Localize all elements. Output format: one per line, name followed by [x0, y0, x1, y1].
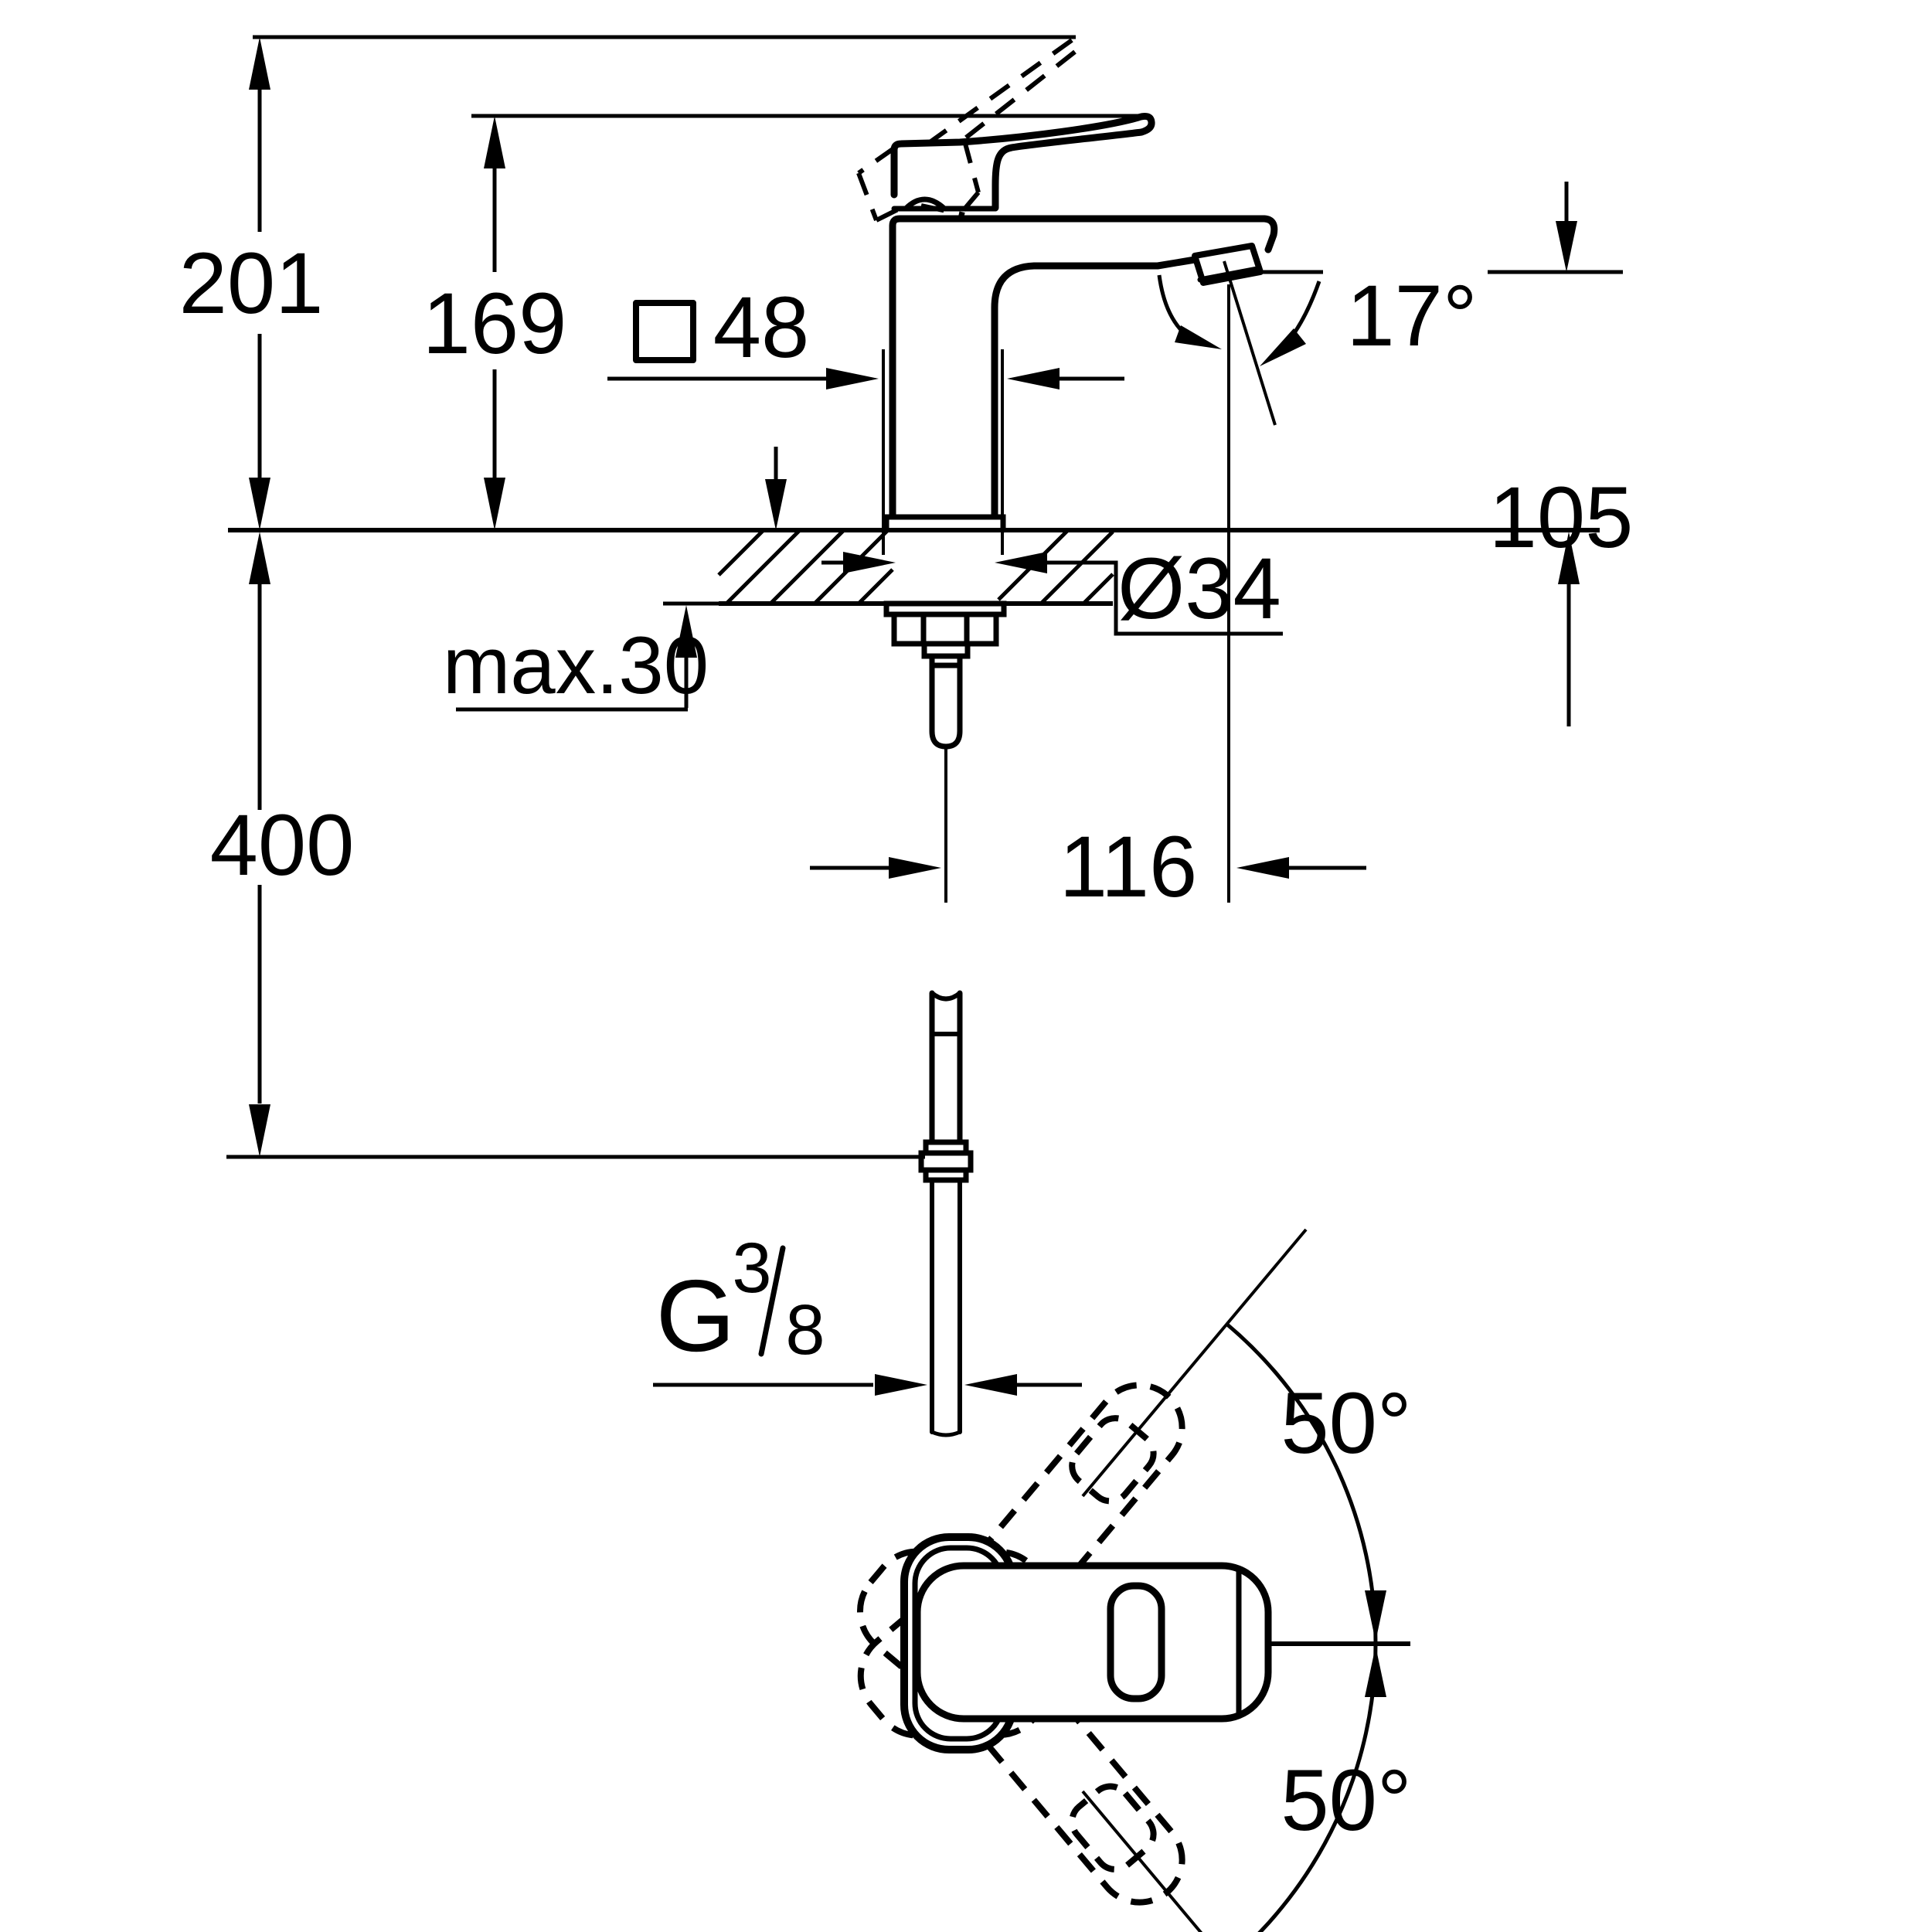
label-max30: max.30	[443, 621, 709, 711]
label-116: 116	[1060, 818, 1198, 915]
handle-hinge-arc	[903, 196, 947, 212]
mounting-shank	[883, 600, 1007, 903]
dim-105-outlet-height: 105	[1489, 182, 1634, 726]
base-flange	[883, 514, 1006, 533]
square-symbol	[633, 300, 696, 363]
dim-116-spout-reach: 116	[810, 804, 1366, 915]
body-right-and-spout-underside	[991, 256, 1199, 520]
supply-hose	[918, 990, 974, 1437]
label-thread-num: 3	[732, 1229, 771, 1308]
label-50-lower: 50°	[1281, 1752, 1411, 1849]
dim-g38-thread: G 3 8	[653, 1229, 1082, 1396]
dim-169-height: 169	[423, 116, 567, 530]
top-view: 50° 50°	[857, 1228, 1412, 1932]
label-thread-den: 8	[785, 1291, 825, 1369]
handle-lever-top	[913, 1562, 1272, 1723]
stream-angle-line	[1223, 260, 1277, 426]
label-105: 105	[1489, 469, 1634, 566]
label-thread-g: G	[656, 1259, 736, 1372]
label-o34: Ø34	[1117, 540, 1281, 637]
label-50-upper: 50°	[1281, 1375, 1411, 1471]
dim-o34-hole-diameter: Ø34	[821, 540, 1283, 637]
label-201: 201	[179, 235, 324, 332]
label-48: 48	[713, 279, 810, 376]
handle-top-solid	[900, 1533, 1272, 1753]
swivel-arcs	[1225, 1322, 1386, 1932]
upper-angle-line	[1081, 1228, 1308, 1498]
faucet-body-outline	[883, 215, 1278, 533]
dim-201-total-height: 201	[179, 37, 324, 530]
dim-max30-deck-thickness: max.30	[443, 447, 787, 712]
dim-48-body-square: 48	[607, 279, 1124, 555]
handle-solid	[890, 113, 1155, 212]
label-169: 169	[423, 275, 567, 372]
label-400: 400	[210, 797, 355, 893]
dim-17-spout-angle: 17°	[1157, 260, 1623, 903]
label-17: 17°	[1346, 267, 1477, 364]
fixing-stud	[929, 662, 963, 750]
dim-400-hose-length: 400	[210, 532, 355, 1157]
front-view: 201 169 400 48	[179, 35, 1634, 1437]
handle-hole	[1107, 1582, 1165, 1702]
countertop-hatch	[663, 529, 1114, 606]
handle-raised-dashed	[856, 38, 1077, 223]
handle-lever	[890, 113, 1155, 212]
body-left-and-top	[889, 215, 1278, 520]
lower-angle-line	[1081, 1790, 1203, 1932]
fraction-slash	[758, 1245, 786, 1357]
